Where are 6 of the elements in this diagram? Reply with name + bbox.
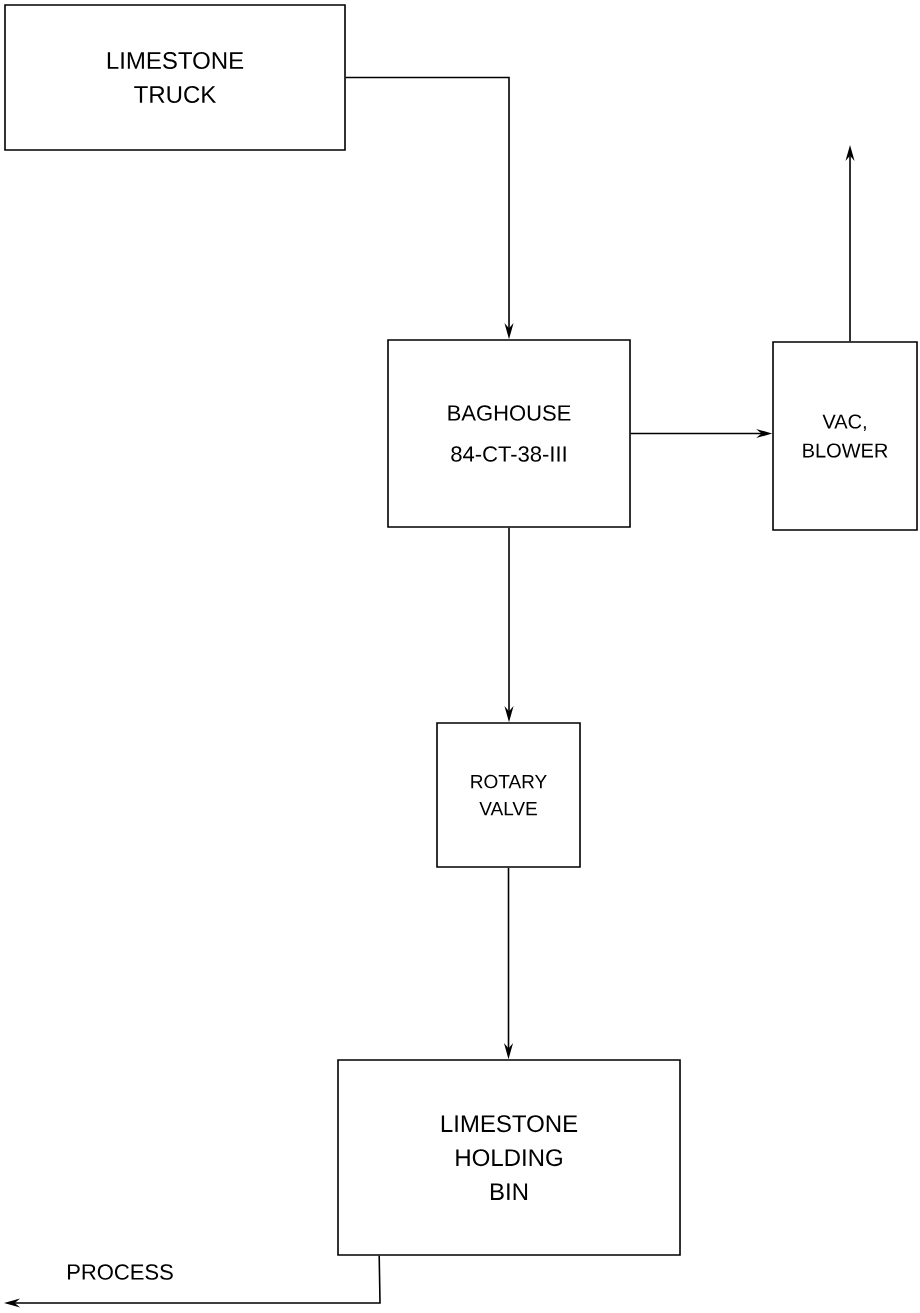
process-box: LIMESTONE TRUCK [4,4,346,151]
process-box: VAC, BLOWER [772,341,918,531]
process-box: LIMESTONE HOLDING BIN [337,1059,681,1256]
edge-label: PROCESS [68,1264,173,1280]
process-box: ROTARY VALVE [436,722,581,868]
process-box: BAGHOUSE 84-CT-38-III [387,339,631,528]
